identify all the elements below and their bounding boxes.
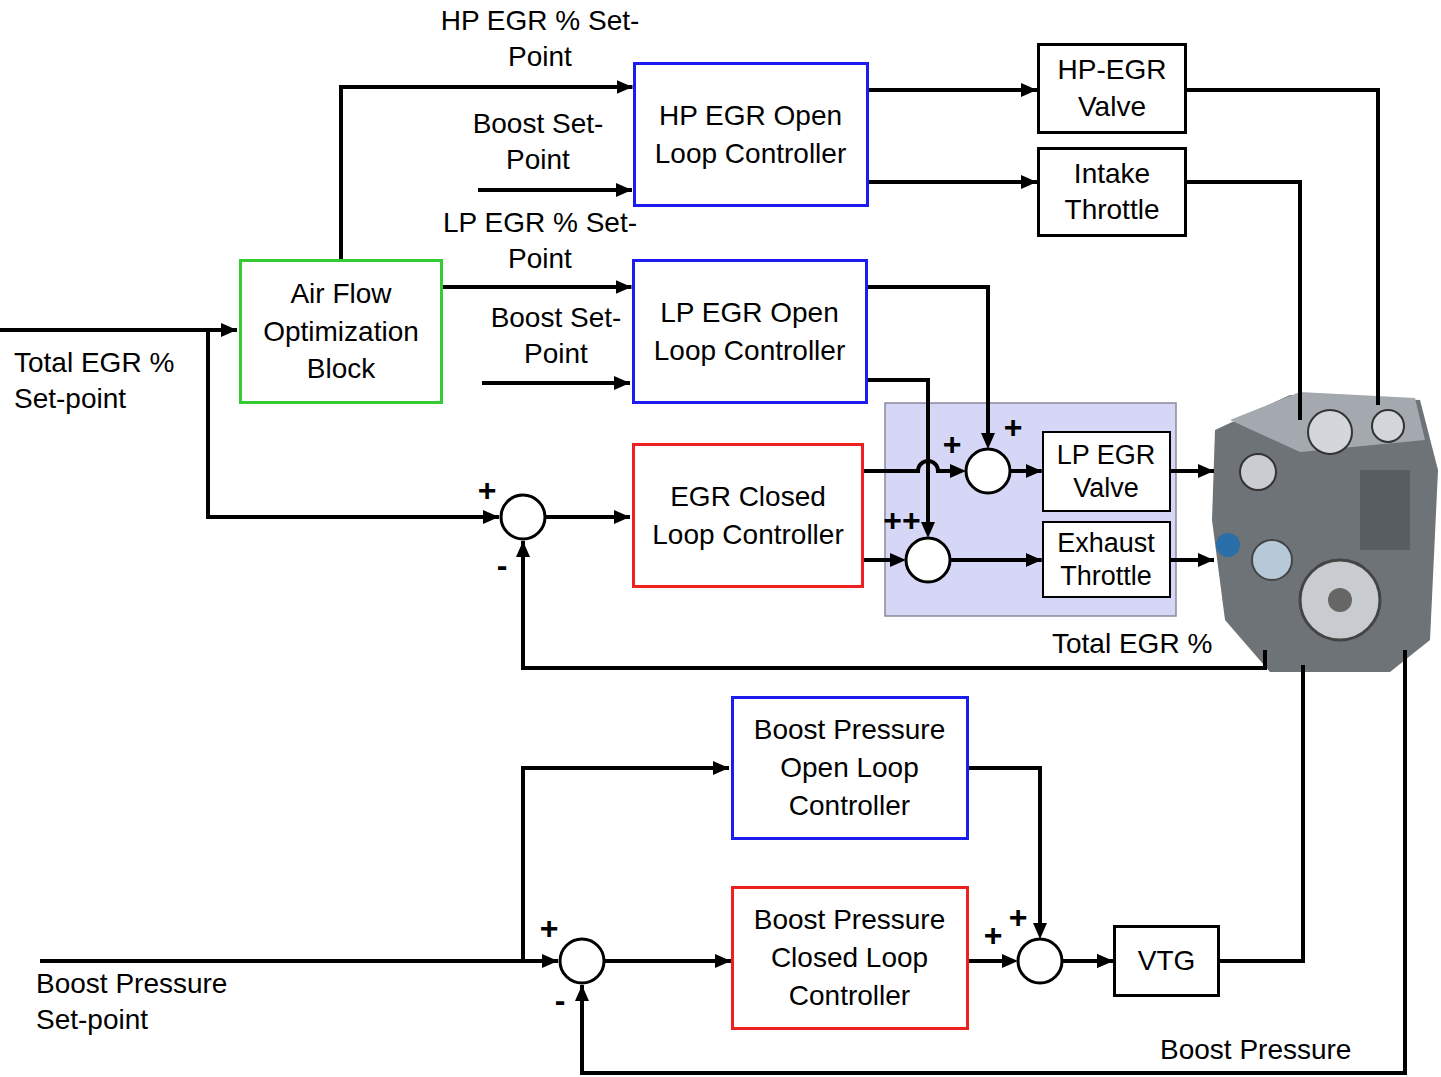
setpoint-wire [482,381,630,385]
sign-label: + [973,915,1013,955]
feedback-wire [582,650,1405,1073]
sign-label: + [993,407,1033,447]
engine-pulley [1240,454,1276,490]
actuator-box: VTG [1113,925,1220,997]
signal-label: Total EGR % [1052,626,1252,662]
closed-loop-controller: Boost Pressure Closed Loop Controller [731,886,969,1030]
open-loop-controller: Boost Pressure Open Loop Controller [731,696,969,840]
sign-label: + [932,424,972,464]
actuator-box: HP-EGR Valve [1037,43,1187,134]
signal-label: Boost Pressure [1160,1032,1390,1068]
setpoint-wire [478,188,632,192]
sign-label: + [529,908,569,948]
box-text: LP EGR Open Loop Controller [639,294,861,370]
engine-part [1360,470,1410,550]
box-text: HP-EGR Valve [1044,52,1180,125]
optimization-block: Air Flow Optimization Block [239,259,443,404]
signal-connector [869,88,1038,92]
actuator-box: LP EGR Valve [1042,431,1171,512]
box-text: Boost Pressure Closed Loop Controller [738,901,962,1014]
sign-label: + [998,897,1038,937]
sign-label: - [540,980,580,1020]
engine-pulley [1300,560,1380,640]
setpoint-wire [40,959,558,963]
actuator-box: Intake Throttle [1037,147,1187,237]
signal-connector [443,285,632,289]
summing-junction [966,449,1010,493]
engine-part [1216,533,1240,557]
engine-pulley [1308,410,1352,454]
signal-connector [864,461,1042,471]
signal-label: Boost Set-Point [453,106,623,179]
setpoint-wire [523,768,729,961]
open-loop-controller: HP EGR Open Loop Controller [633,62,869,207]
sign-label: ++ [882,500,922,540]
signal-wires [0,90,1405,1073]
signal-connector [969,768,1114,961]
summing-junction [501,495,545,539]
engine-part [1252,540,1292,580]
edge-label: LP EGR % Set-Point [440,205,640,278]
box-text: Intake Throttle [1044,156,1180,229]
signal-label: Boost Pressure Set-point [36,966,276,1039]
box-text: Air Flow Optimization Block [246,275,436,388]
edge-layer [341,87,1113,961]
engine-illustration [1212,392,1438,672]
sign-label: + [467,470,507,510]
box-text: EGR Closed Loop Controller [648,478,848,554]
actuator-wire [1168,558,1214,562]
edge-label: HP EGR % Set-Point [440,3,640,76]
box-text: Exhaust Throttle [1048,527,1164,592]
box-text: Boost Pressure Open Loop Controller [738,711,962,824]
signal-connector [869,180,1038,184]
open-loop-controller: LP EGR Open Loop Controller [632,259,868,404]
engine-pulley [1372,410,1404,442]
actuator-wire [1168,469,1214,473]
sign-label: - [482,545,522,585]
signal-connector [868,380,1042,560]
actuator-wire [1220,665,1303,961]
error-wire [545,515,630,519]
summing-junction [560,939,604,983]
setpoint-wire [0,328,237,332]
box-text: VTG [1138,943,1196,979]
signal-label: Boost Set-Point [471,300,641,373]
box-text: LP EGR Valve [1048,439,1164,504]
summing-junction [906,538,950,582]
signal-label: Total EGR % Set-point [14,345,206,418]
actuator-wire [1186,90,1378,405]
actuator-box: Exhaust Throttle [1042,521,1171,598]
closed-loop-controller: EGR Closed Loop Controller [632,443,864,588]
signal-connector [969,959,1114,963]
signal-connector [864,558,1042,562]
error-wire [604,959,731,963]
box-text: HP EGR Open Loop Controller [640,97,862,173]
engine-hub [1328,588,1352,612]
summing-junction [1018,939,1062,983]
actuator-wire [1186,182,1300,420]
